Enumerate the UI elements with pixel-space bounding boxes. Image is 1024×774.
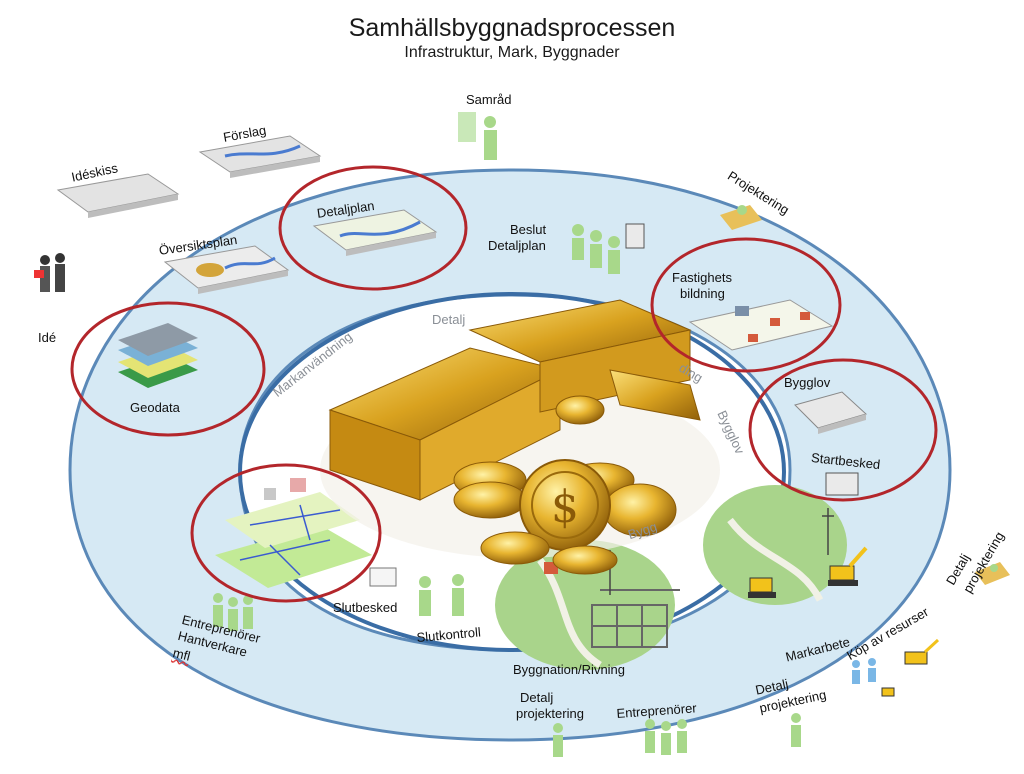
label-byggnation: Byggnation/Rivning [513, 662, 626, 677]
label-detalj-proj-bottom-2: projektering [516, 706, 584, 721]
people-detalj-bottom-icon [553, 723, 563, 757]
people-detalj-right-icon [975, 562, 1010, 585]
slutbesked-document-icon [369, 567, 397, 587]
people-projektering-icon [720, 205, 762, 230]
fastighetsbildning-map-icon [688, 299, 834, 351]
forslag-document-icon [198, 135, 322, 178]
page-subtitle: Infrastruktur, Mark, Byggnader [404, 44, 620, 61]
people-ide-icon [34, 253, 65, 292]
label-samrad: Samråd [466, 92, 512, 107]
label-beslut-line1: Beslut [510, 222, 547, 237]
svg-text:$: $ [551, 482, 579, 533]
ideskiss-document-icon [56, 173, 180, 218]
geodata-layers-icon [118, 323, 198, 388]
people-beslut-icon [572, 223, 645, 274]
people-slutkontroll-icon [419, 574, 464, 616]
label-geodata: Geodata [130, 400, 180, 415]
people-kop-icon [852, 658, 876, 684]
highlight-bygglov [748, 358, 938, 502]
label-slutbesked: Slutbesked [333, 600, 398, 615]
page-title: Samhällsbyggnadsprocessen [348, 14, 676, 42]
label-fastighets-line1: Fastighets [672, 270, 732, 285]
highlight-fastighetsbildning [650, 237, 842, 373]
oversiktsplan-document-icon [163, 245, 290, 294]
excavator-small-icon [881, 638, 940, 697]
highlight-geodata [70, 301, 266, 437]
highlight-infrastructure [190, 463, 382, 603]
construction-field [495, 540, 675, 670]
startbesked-document-icon [825, 472, 859, 496]
gold-pile-image: $ [320, 299, 720, 575]
people-entreprenorer-left-icon [213, 593, 253, 631]
process-ring [68, 168, 952, 742]
groundwork-field [703, 485, 847, 605]
highlight-circles [70, 165, 938, 603]
highlight-detaljplan [278, 165, 468, 291]
bygglov-document-icon [794, 391, 867, 434]
people-entreprenorer-bottom-icon [645, 719, 687, 755]
ring-label-detalj: Detalj [432, 312, 466, 327]
label-bygglov: Bygglov [784, 375, 831, 390]
detaljplan-document-icon [312, 209, 438, 256]
people-detalj-bottom2-icon [791, 713, 801, 747]
label-detalj-proj-bottom-1: Detalj [520, 690, 554, 705]
label-beslut-line2: Detaljplan [488, 238, 546, 253]
label-fastighets-line2: bildning [680, 286, 725, 301]
people-samrad-icon [458, 112, 497, 160]
label-ide: Idé [38, 330, 57, 345]
building-frame-icon [591, 589, 680, 648]
infrastructure-network-icon [215, 478, 372, 588]
excavator-icon [748, 546, 868, 598]
